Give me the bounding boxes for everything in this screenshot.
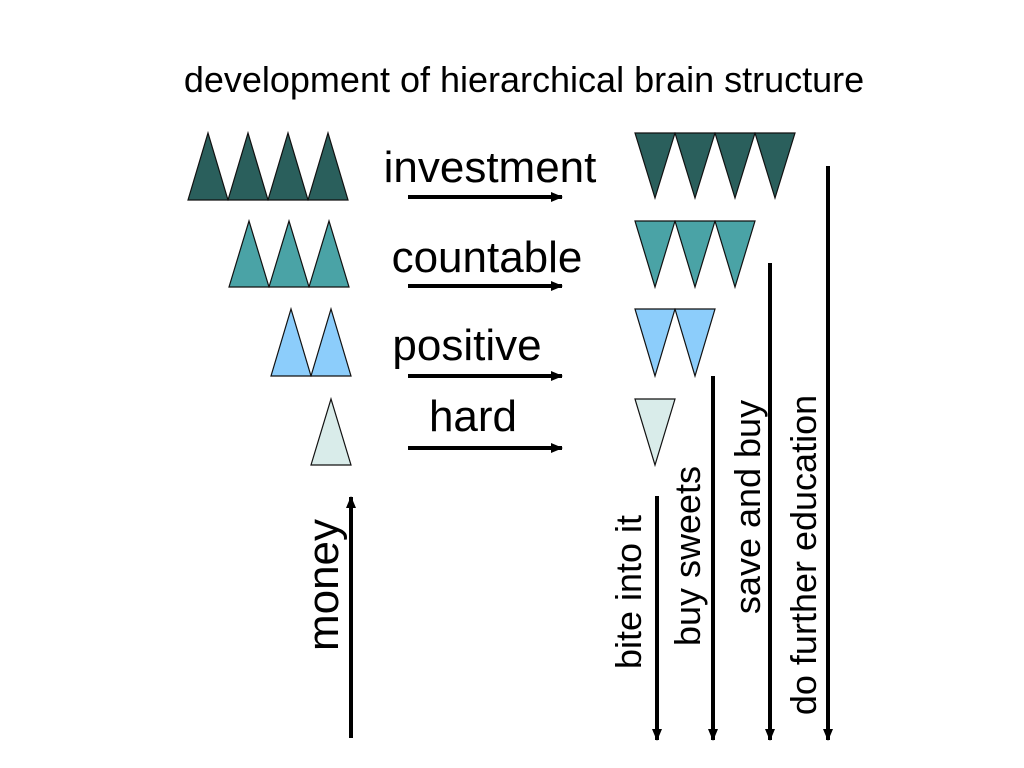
output-triangle-countable xyxy=(714,220,756,290)
action-label-save-and-buy: save and buy xyxy=(727,400,768,614)
input-triangle-investment xyxy=(187,130,229,201)
level-label-countable: countable xyxy=(392,233,583,282)
money-axis-label: money xyxy=(299,519,348,651)
output-triangle-positive xyxy=(634,308,676,379)
input-triangle-positive xyxy=(310,306,352,377)
input-triangle-investment xyxy=(307,130,349,201)
output-triangle-investment xyxy=(674,132,716,201)
input-triangle-countable xyxy=(308,218,350,288)
output-triangle-groups xyxy=(634,132,796,468)
output-triangle-countable xyxy=(634,220,676,290)
input-triangle-positive xyxy=(270,306,312,377)
output-triangle-investment xyxy=(754,132,796,201)
action-label-buy-sweets: buy sweets xyxy=(667,466,708,646)
level-label-positive: positive xyxy=(392,321,541,370)
input-triangle-countable xyxy=(228,218,270,288)
action-label-do-further-education: do further education xyxy=(783,395,824,715)
output-triangle-hard xyxy=(634,398,676,468)
action-label-bite-into-it: bite into it xyxy=(608,515,649,669)
input-triangle-investment xyxy=(227,130,269,201)
output-triangle-countable xyxy=(674,220,716,290)
level-label-investment: investment xyxy=(384,143,597,192)
level-label-hard: hard xyxy=(429,392,517,441)
input-triangle-investment xyxy=(267,130,309,201)
diagram-title: development of hierarchical brain struct… xyxy=(184,59,864,100)
output-triangle-investment xyxy=(634,132,676,201)
input-triangle-groups xyxy=(187,130,352,466)
input-triangle-countable xyxy=(268,218,310,288)
output-triangle-positive xyxy=(674,308,716,379)
output-triangle-investment xyxy=(714,132,756,201)
input-triangle-hard xyxy=(310,396,352,466)
